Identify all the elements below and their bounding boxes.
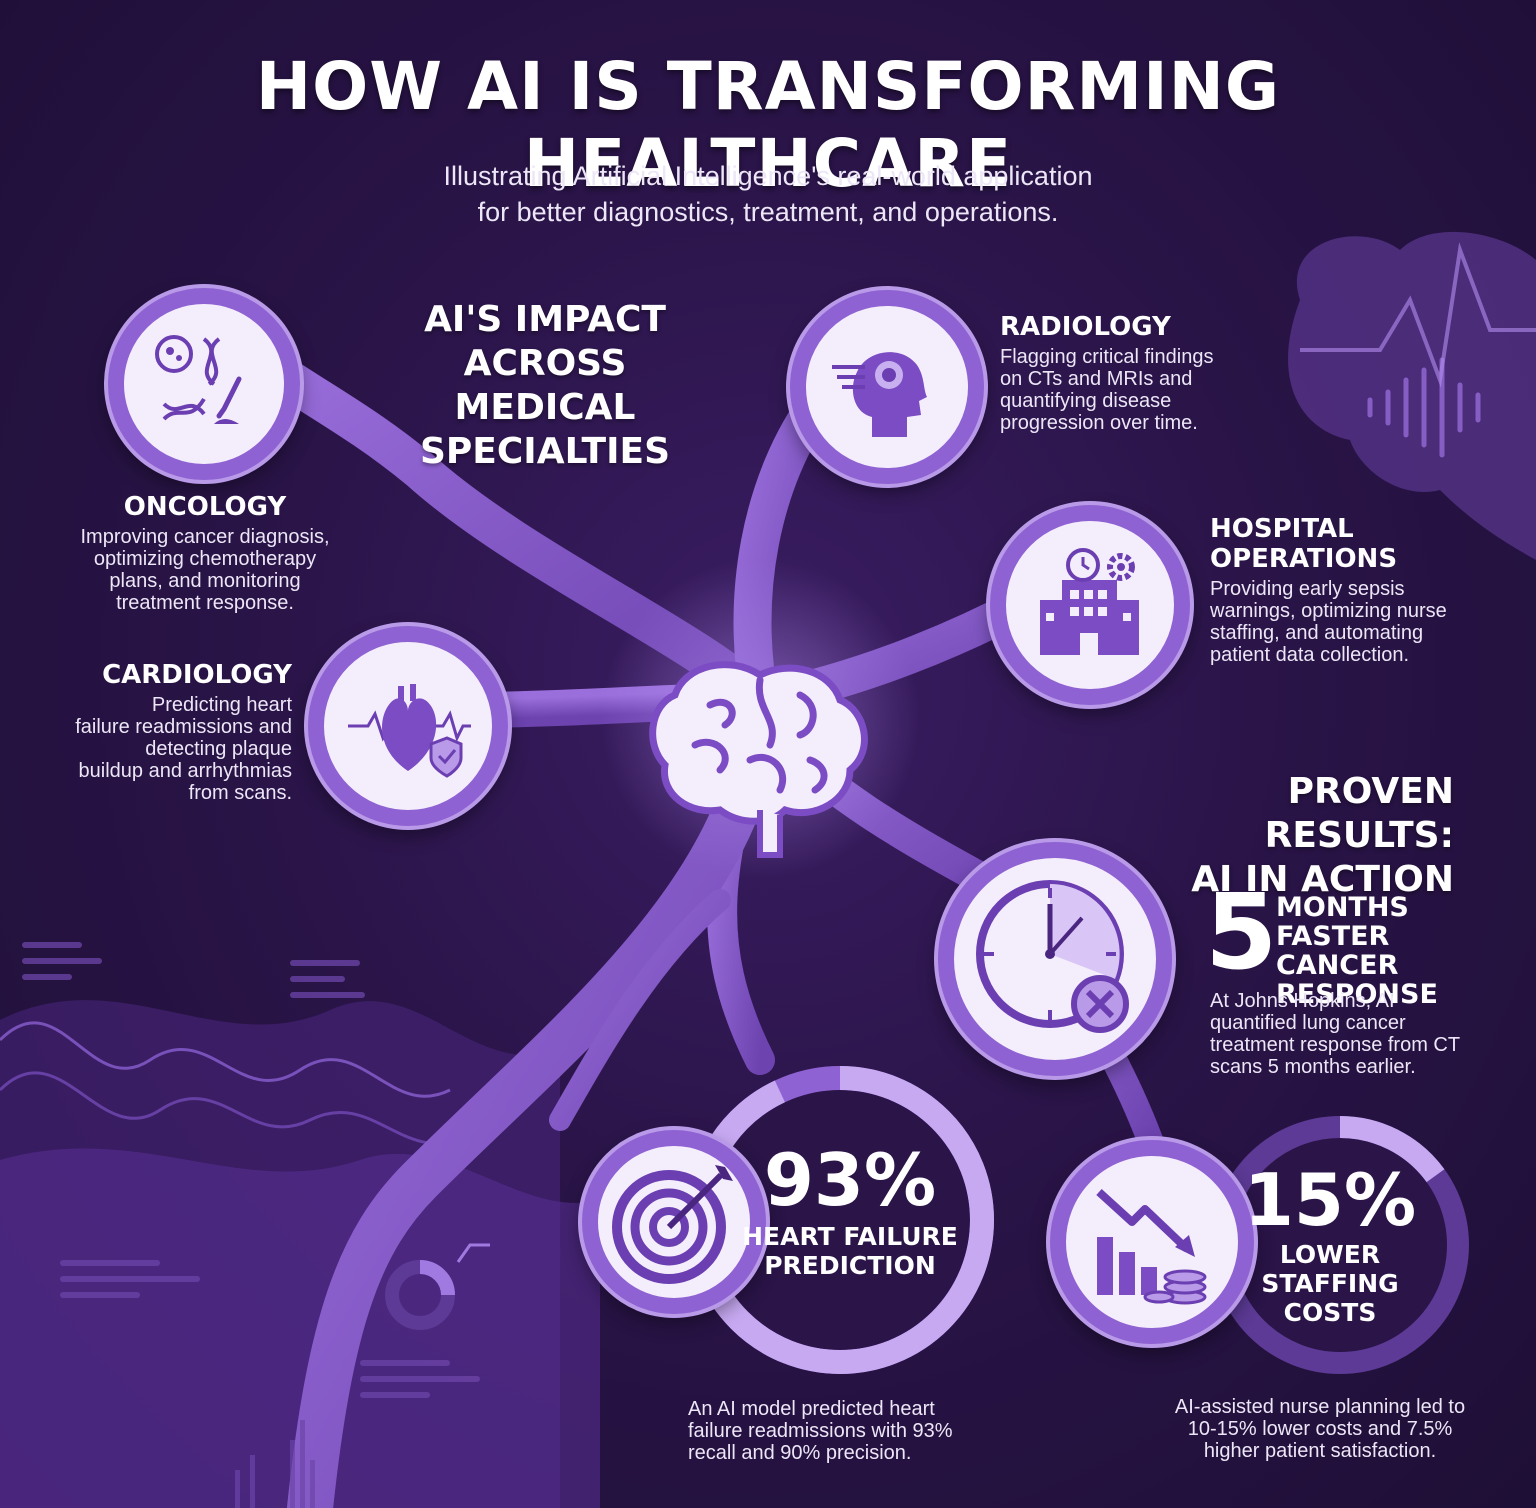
staffing-desc-line: 10-15% lower costs and 7.5% (1187, 1418, 1453, 1440)
decor-bar (60, 1276, 200, 1282)
decor-bar (290, 976, 345, 982)
staffing-value: 15% (1243, 1158, 1417, 1242)
oncology-title: ONCOLOGY (123, 492, 287, 522)
cardiology-icon-circle (308, 626, 508, 826)
hospital-icon-circle (990, 505, 1190, 705)
staffing-desc: AI-assisted nurse planning led to 10-15%… (1140, 1396, 1500, 1462)
months-label-line: RESPONSE (1276, 979, 1438, 1010)
cardiology-title: CARDIOLOGY (102, 660, 292, 690)
oncology-desc-line: optimizing chemotherapy (93, 548, 317, 570)
heart-icon-circle (582, 1130, 766, 1314)
hospital-desc-line: warnings, optimizing nurse (1210, 600, 1447, 622)
staffing-icon-circle (1050, 1140, 1254, 1344)
impact-heading: AI'S IMPACT ACROSS MEDICAL SPECIALTIES (360, 298, 730, 474)
radiology-block: RADIOLOGY Flagging critical findings on … (1000, 312, 1280, 434)
heart-label-line: PREDICTION (764, 1251, 936, 1280)
oncology-desc-line: treatment response. (116, 592, 294, 614)
months-desc: At Johns Hopkins, AI quantified lung can… (1210, 990, 1510, 1078)
staffing-label-line: COSTS (1283, 1298, 1377, 1327)
decor-bar (360, 1376, 480, 1382)
results-heading-line-2: AI IN ACTION (1191, 859, 1454, 900)
impact-heading-line-1: AI'S IMPACT ACROSS (424, 299, 666, 384)
cardiology-desc-line: detecting plaque (145, 738, 292, 760)
hospital-clock-gear-icon (1039, 548, 1139, 655)
oncology-desc-line: plans, and monitoring (109, 570, 301, 592)
radiology-icon-circle (790, 290, 984, 484)
months-desc-line: treatment response from CT (1210, 1034, 1461, 1056)
cardiology-desc-line: buildup and arrhythmias (78, 760, 292, 782)
heart-label-line: HEART FAILURE (742, 1222, 958, 1251)
oncology-block: ONCOLOGY Improving cancer diagnosis, opt… (60, 492, 350, 614)
clock-cancel-icon (976, 880, 1129, 1033)
hospital-title-line-1: HOSPITAL (1210, 514, 1354, 544)
chart-down-coins-icon (1096, 1189, 1207, 1305)
hospital-block: HOSPITAL OPERATIONS Providing early seps… (1210, 514, 1510, 666)
months-desc-line: scans 5 months earlier. (1210, 1056, 1416, 1078)
radiology-desc-line: on CTs and MRIs and (1000, 368, 1193, 390)
heart-value: 93% (763, 1138, 937, 1222)
months-icon-circle (938, 842, 1172, 1076)
decor-bar (290, 960, 360, 966)
radiology-desc-line: quantifying disease (1000, 390, 1172, 412)
head-scan-icon (832, 352, 927, 437)
results-heading-line-1: PROVEN RESULTS: (1264, 771, 1454, 856)
decor-bar (22, 958, 102, 964)
subtitle-line-1: Illustrating Artificial Intelligence's r… (443, 161, 1093, 191)
decor-bar (360, 1360, 450, 1366)
hospital-desc-line: Providing early sepsis (1210, 578, 1405, 600)
heart-prediction-ring (686, 1066, 994, 1374)
heart-label: HEART FAILURE PREDICTION (740, 1222, 960, 1280)
decor-bar (22, 942, 82, 948)
heart-desc: An AI model predicted heart failure read… (688, 1398, 998, 1464)
decor-bar (60, 1260, 160, 1266)
results-heading: PROVEN RESULTS: AI IN ACTION (1110, 770, 1454, 902)
radiology-desc-line: Flagging critical findings (1000, 346, 1214, 368)
hospital-title-line-2: OPERATIONS (1210, 544, 1398, 574)
cardiology-desc: Predicting heart failure readmissions an… (30, 694, 292, 804)
heart-desc-line: failure readmissions with 93% (688, 1420, 953, 1442)
oncology-desc: Improving cancer diagnosis, optimizing c… (60, 526, 350, 614)
cardiology-desc-line: failure readmissions and (75, 716, 292, 738)
subtitle-line-2: for better diagnostics, treatment, and o… (477, 197, 1059, 227)
cardiology-desc-line: from scans. (188, 782, 292, 804)
months-label-line: FASTER CANCER (1276, 921, 1399, 981)
hospital-desc: Providing early sepsis warnings, optimiz… (1210, 578, 1510, 666)
staffing-desc-line: AI-assisted nurse planning led to (1174, 1396, 1466, 1418)
heart-shield-icon (348, 684, 471, 778)
months-desc-line: quantified lung cancer (1210, 1012, 1406, 1034)
heart-desc-line: An AI model predicted heart (688, 1398, 935, 1420)
cardiology-block: CARDIOLOGY Predicting heart failure read… (30, 660, 292, 804)
decor-bar (360, 1392, 430, 1398)
brain-icon (649, 661, 868, 858)
hospital-desc-line: staffing, and automating (1210, 622, 1424, 644)
decor-bar (22, 974, 72, 980)
radiology-desc-line: progression over time. (1000, 412, 1198, 434)
heart-desc-line: recall and 90% precision. (688, 1442, 912, 1464)
decor-bar (60, 1292, 140, 1298)
staffing-desc-line: higher patient satisfaction. (1203, 1440, 1437, 1462)
oncology-icon-circle (108, 288, 300, 480)
hospital-desc-line: patient data collection. (1210, 644, 1410, 666)
impact-heading-line-2: MEDICAL SPECIALTIES (419, 387, 671, 472)
staffing-label-line: STAFFING (1261, 1269, 1399, 1298)
cells-dna-dropper-icon (155, 335, 242, 424)
staffing-ring-progress (1211, 1116, 1469, 1374)
radiology-title: RADIOLOGY (1000, 312, 1171, 342)
decor-bar (290, 992, 365, 998)
oncology-desc-line: Improving cancer diagnosis, (80, 526, 330, 548)
months-label-line: MONTHS (1276, 892, 1409, 923)
page-subtitle: Illustrating Artificial Intelligence's r… (0, 158, 1536, 230)
staffing-label-line: LOWER (1279, 1240, 1381, 1269)
months-value: 5 (1205, 871, 1278, 993)
target-arrow-icon (612, 1165, 733, 1284)
months-label: MONTHS FASTER CANCER RESPONSE (1276, 893, 1496, 1009)
radiology-desc: Flagging critical findings on CTs and MR… (1000, 346, 1280, 434)
page-title: HOW AI IS TRANSFORMING HEALTHCARE (255, 48, 1281, 202)
cardiology-desc-line: Predicting heart (151, 694, 292, 716)
months-desc-line: At Johns Hopkins, AI (1210, 990, 1395, 1012)
staffing-label: LOWER STAFFING COSTS (1240, 1240, 1420, 1327)
